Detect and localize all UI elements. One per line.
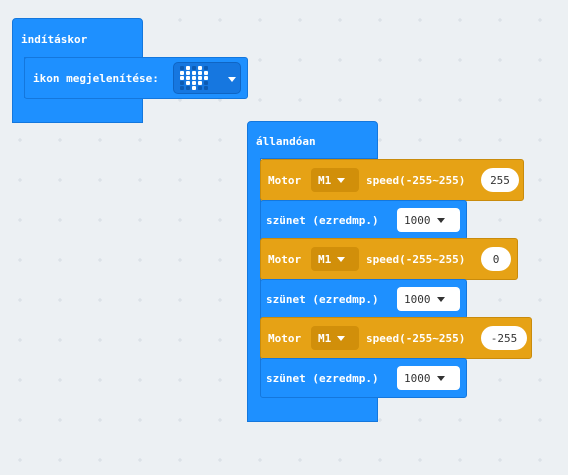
motor-speed-block[interactable]: Motor M1 speed(-255~255) 0 bbox=[260, 238, 518, 280]
pause-dropdown[interactable]: 1000 bbox=[397, 287, 460, 311]
motor-label: Motor bbox=[268, 253, 302, 266]
pause-value: 1000 bbox=[404, 371, 431, 385]
motor-value: M1 bbox=[318, 173, 332, 187]
chevron-down-icon bbox=[337, 177, 346, 183]
motor-speed-block[interactable]: Motor M1 speed(-255~255) 255 bbox=[260, 159, 524, 201]
motor-dropdown[interactable]: M1 bbox=[311, 168, 359, 192]
forever-footer bbox=[247, 395, 378, 422]
motor-label: Motor bbox=[268, 332, 302, 345]
speed-input[interactable]: 255 bbox=[481, 168, 519, 192]
on-start-footer bbox=[12, 98, 143, 123]
forever-label: állandóan bbox=[256, 135, 316, 148]
motor-value: M1 bbox=[318, 252, 332, 266]
chevron-down-icon bbox=[436, 375, 445, 381]
speed-label: speed(-255~255) bbox=[366, 253, 466, 266]
speed-input[interactable]: -255 bbox=[481, 326, 527, 350]
pause-block[interactable]: szünet (ezredmp.) 1000 bbox=[260, 358, 467, 398]
motor-label: Motor bbox=[268, 174, 302, 187]
chevron-down-icon bbox=[228, 77, 236, 82]
speed-label: speed(-255~255) bbox=[366, 332, 466, 345]
pause-label: szünet (ezredmp.) bbox=[266, 372, 379, 385]
pause-dropdown[interactable]: 1000 bbox=[397, 366, 460, 390]
speed-label: speed(-255~255) bbox=[366, 174, 466, 187]
pause-label: szünet (ezredmp.) bbox=[266, 214, 379, 227]
heart-icon bbox=[180, 66, 208, 90]
pause-block[interactable]: szünet (ezredmp.) 1000 bbox=[260, 200, 467, 240]
on-start-hat[interactable]: indításkor bbox=[12, 18, 143, 58]
motor-speed-block[interactable]: Motor M1 speed(-255~255) -255 bbox=[260, 317, 532, 359]
chevron-down-icon bbox=[337, 335, 346, 341]
speed-input[interactable]: 0 bbox=[481, 247, 511, 271]
pause-block[interactable]: szünet (ezredmp.) 1000 bbox=[260, 279, 467, 319]
chevron-down-icon bbox=[436, 296, 445, 302]
forever-hat[interactable]: állandóan bbox=[247, 121, 378, 159]
pause-label: szünet (ezredmp.) bbox=[266, 293, 379, 306]
show-icon-label: ikon megjelenítése: bbox=[33, 72, 159, 85]
motor-dropdown[interactable]: M1 bbox=[311, 326, 359, 350]
motor-dropdown[interactable]: M1 bbox=[311, 247, 359, 271]
icon-picker-dropdown[interactable] bbox=[173, 62, 241, 94]
chevron-down-icon bbox=[436, 217, 445, 223]
pause-dropdown[interactable]: 1000 bbox=[397, 208, 460, 232]
on-start-label: indításkor bbox=[21, 33, 88, 46]
chevron-down-icon bbox=[337, 256, 346, 262]
forever-arm bbox=[247, 158, 261, 396]
pause-value: 1000 bbox=[404, 292, 431, 306]
pause-value: 1000 bbox=[404, 213, 431, 227]
show-icon-block[interactable]: ikon megjelenítése: bbox=[24, 57, 248, 99]
motor-value: M1 bbox=[318, 331, 332, 345]
